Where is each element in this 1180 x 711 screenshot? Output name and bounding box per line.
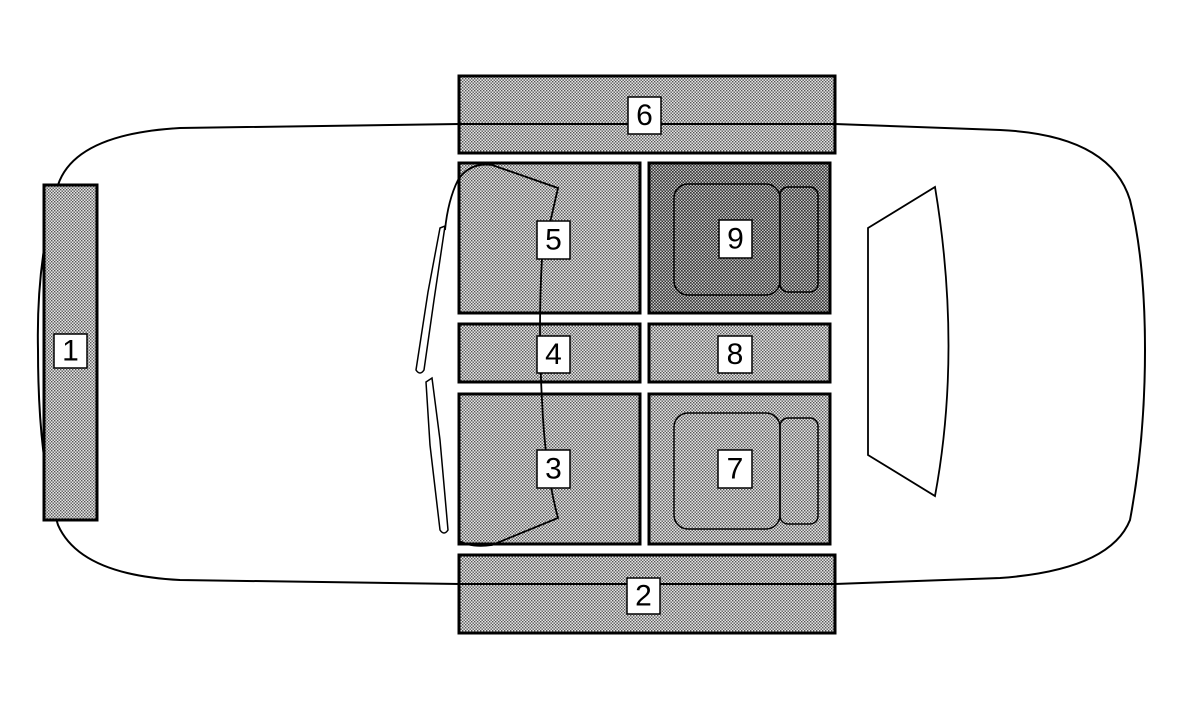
svg-text:5: 5: [545, 224, 562, 257]
wiper-lower-icon: [425, 376, 449, 534]
svg-text:4: 4: [545, 338, 562, 371]
svg-text:9: 9: [727, 223, 744, 256]
zone-6-label: 6: [627, 96, 662, 135]
svg-text:2: 2: [635, 580, 652, 613]
svg-text:6: 6: [636, 99, 653, 132]
zone-2-label: 2: [626, 577, 661, 615]
svg-text:8: 8: [727, 338, 744, 371]
zone-7-label: 7: [717, 449, 753, 489]
svg-text:7: 7: [727, 453, 744, 486]
zone-9-label: 9: [718, 219, 753, 259]
rear-left-seat-back: [779, 186, 819, 293]
car-body-outline: [36, 123, 1147, 585]
zone-3-label: 3: [536, 449, 571, 489]
zone-8-label: 8: [717, 335, 753, 374]
zone-5-label: 5: [536, 220, 571, 260]
zone-1-label: 1: [53, 333, 88, 369]
svg-text:3: 3: [545, 453, 562, 486]
rear-right-seat-back: [779, 417, 819, 525]
svg-text:1: 1: [62, 335, 79, 368]
wiper-upper-icon: [415, 224, 446, 374]
rear-window-outline: [867, 185, 950, 498]
zone-4-label: 4: [536, 335, 571, 374]
